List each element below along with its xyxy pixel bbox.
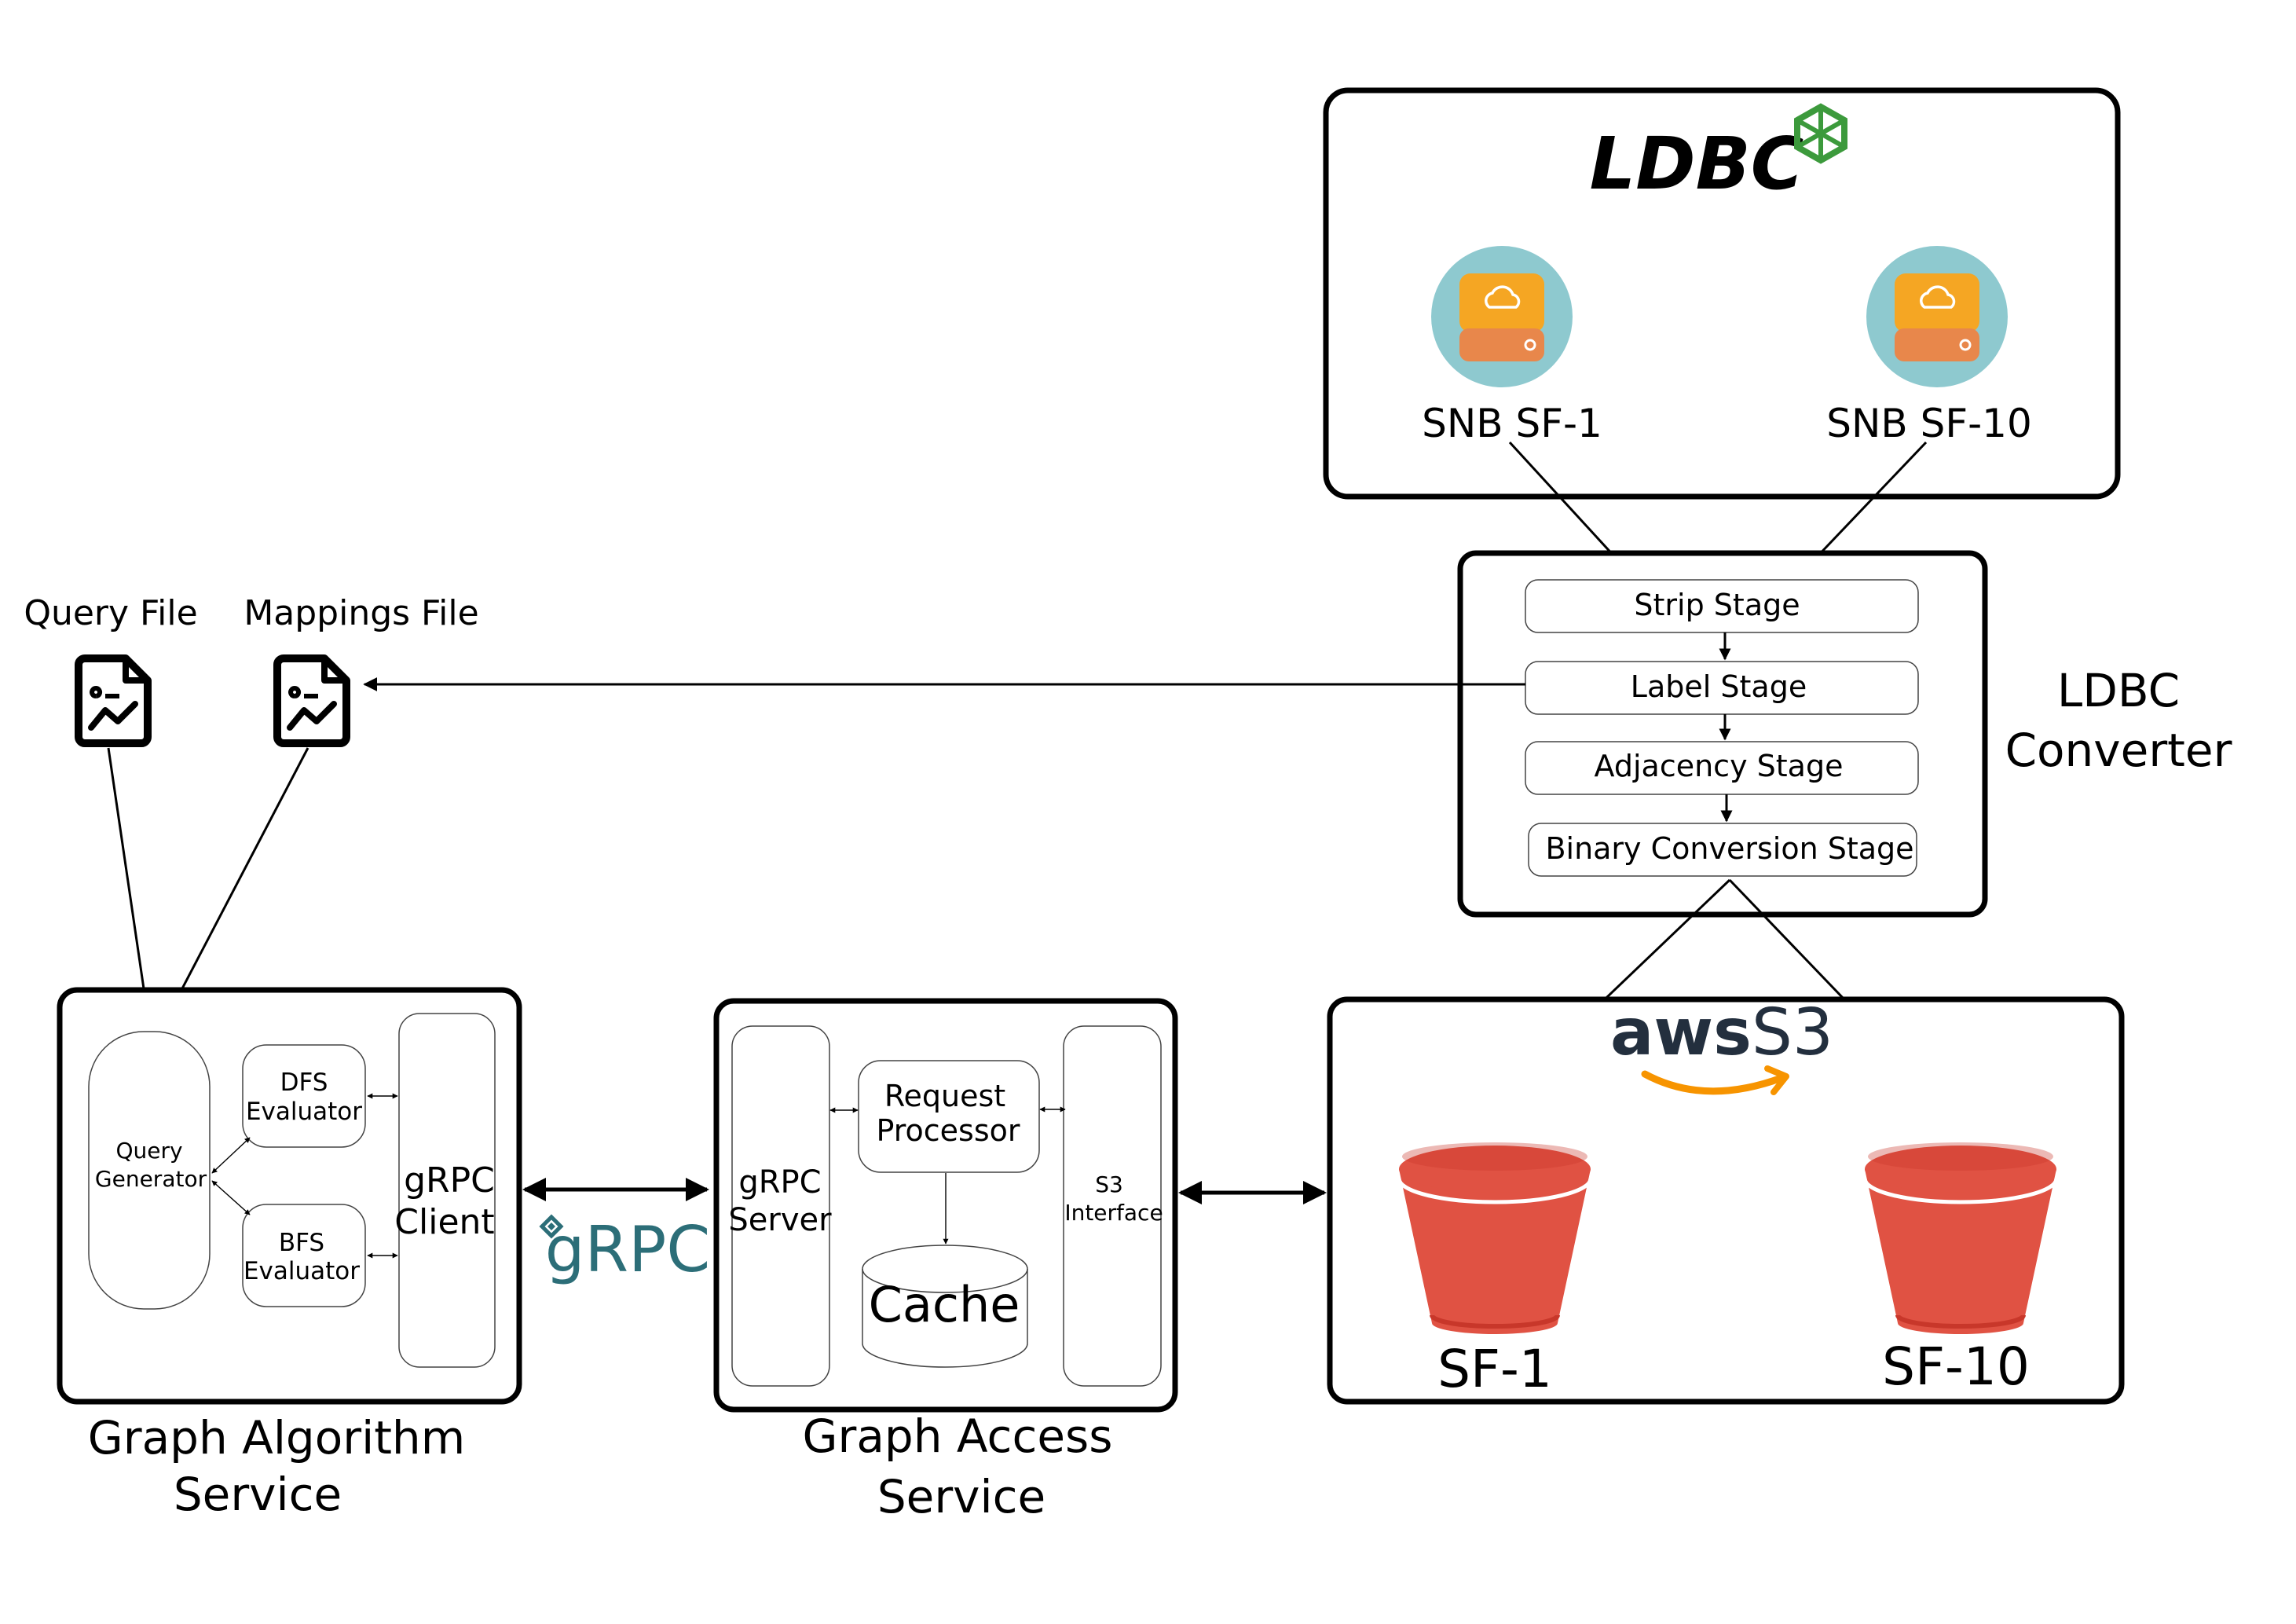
aws-s3-box: aws S3 SF-1 SF-10 (1327, 995, 2125, 1405)
graph-algorithm-service-title-2: Service (174, 1468, 342, 1521)
ldbc-logo-icon (1794, 103, 1847, 164)
s3-interface-label-1: S3 (1095, 1171, 1123, 1197)
mappings-file-label: Mappings File (244, 593, 478, 633)
graph-algorithm-service-box: Query Generator DFS Evaluator BFS Evalua… (57, 987, 522, 1405)
grpc-logo-text: gRPC (545, 1213, 710, 1286)
graph-algorithm-service-title-1: Graph Algorithm (88, 1411, 465, 1465)
converter-title-line1: LDBC (2057, 664, 2180, 717)
s3-interface-label-2: Interface (1064, 1200, 1163, 1226)
query-file-label: Query File (24, 593, 197, 633)
cache-label: Cache (869, 1276, 1020, 1333)
adjacency-stage (1525, 741, 1919, 795)
request-processor-label-2: Processor (876, 1113, 1020, 1148)
arrow-query-to-generator (107, 747, 155, 1028)
graph-access-service-title-2: Service (877, 1470, 1045, 1523)
cache-database-icon (862, 1245, 1028, 1368)
strip-stage-label: Strip Stage (1634, 588, 1800, 622)
label-stage (1525, 661, 1919, 715)
query-file-icon (75, 654, 152, 747)
grpc-logo-icon (539, 1214, 564, 1239)
ldbc-logo-text: LDBC (1590, 122, 1804, 206)
s3-logo-text: S3 (1752, 995, 1833, 1070)
grpc-server (731, 1025, 830, 1387)
dfs-evaluator (242, 1044, 366, 1148)
adjacency-stage-label: Adjacency Stage (1595, 749, 1844, 783)
grpc-server-label-2: Server (728, 1202, 832, 1238)
request-processor-label-1: Request (884, 1079, 1005, 1113)
bfs-evaluator-label-1: BFS (279, 1229, 324, 1257)
bucket-label-sf1: SF-1 (1437, 1339, 1552, 1399)
query-generator-label-2: Generator (95, 1166, 207, 1192)
graph-access-service-title-1: Graph Access (803, 1410, 1113, 1463)
s3-interface (1063, 1025, 1162, 1387)
aws-smile-icon (1641, 1070, 1785, 1095)
grpc-client (398, 1013, 496, 1368)
cloud-disk-icon (1431, 246, 1573, 387)
bfs-evaluator (242, 1204, 366, 1307)
grpc-server-label-1: gRPC (738, 1164, 821, 1201)
label-stage-label: Label Stage (1631, 669, 1807, 704)
binary-conversion-stage (1528, 823, 1917, 877)
graph-access-service-box: gRPC Server Request Processor Cache S3 I… (713, 998, 1178, 1413)
cloud-disk-icon (1866, 246, 2008, 387)
dataset-label-sf1: SNB SF-1 (1422, 401, 1602, 446)
ldbc-converter-box: Strip Stage Label Stage Adjacency Stage … (1457, 550, 1988, 918)
query-generator-label-1: Query (115, 1138, 182, 1164)
ldbc-datasets-box: LDBC SNB SF-1 SNB SF-10 (1323, 87, 2121, 500)
s3-bucket-icon (1862, 1142, 2059, 1334)
query-generator (88, 1031, 211, 1310)
grpc-client-label-2: Client (394, 1202, 494, 1242)
aws-logo-text: aws (1610, 995, 1752, 1070)
converter-title-line2: Converter (2005, 724, 2232, 777)
strip-stage (1525, 579, 1919, 633)
dataset-label-sf10: SNB SF-10 (1826, 401, 2032, 446)
bucket-label-sf10: SF-10 (1882, 1336, 2030, 1397)
binary-conversion-stage-label: Binary Conversion Stage (1545, 831, 1913, 866)
mappings-file-icon (273, 654, 350, 747)
grpc-client-label-1: gRPC (404, 1160, 495, 1201)
bfs-evaluator-label-2: Evaluator (244, 1257, 360, 1285)
request-processor (858, 1060, 1040, 1173)
arrow-mappings-to-generator (161, 747, 309, 1028)
dfs-evaluator-label-1: DFS (280, 1069, 328, 1097)
dfs-evaluator-label-2: Evaluator (246, 1098, 362, 1126)
s3-bucket-icon (1397, 1142, 1593, 1334)
